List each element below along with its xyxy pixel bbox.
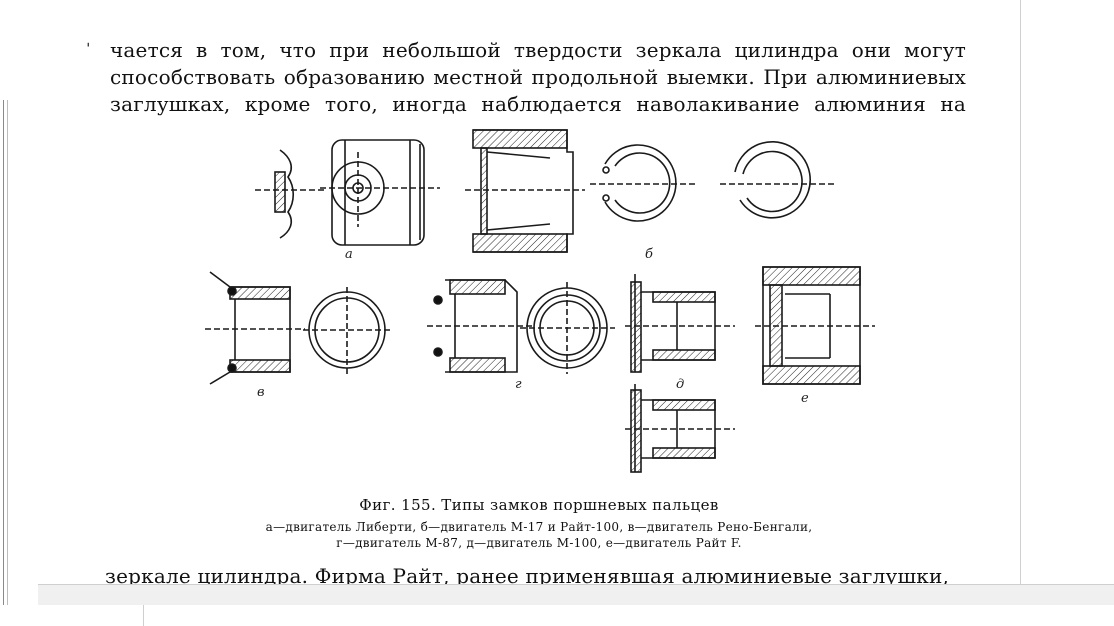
status-strip: [0, 605, 1114, 626]
body-text-top: чается в том, что при небольшой твердост…: [110, 37, 966, 118]
right-border-line: [1020, 0, 1021, 590]
figure-label-c: в: [257, 385, 265, 400]
left-border-line-inner: [7, 100, 8, 626]
figure-label-a: а: [345, 247, 353, 262]
left-border-line: [3, 100, 4, 626]
figure-legend-line-2: г—двигатель М-87, д—двигатель М-100, е—д…: [336, 536, 742, 550]
scan-speck: ˈ: [86, 40, 91, 59]
drawing-d: [427, 279, 615, 374]
figure-label-d: г: [515, 377, 522, 392]
text-line: чается в том, что при небольшой твердост…: [110, 38, 966, 62]
horizontal-scrollbar[interactable]: [38, 584, 1114, 606]
figure-legend-line-1: а—двигатель Либерти, б—двигатель М-17 и …: [265, 520, 813, 534]
figure-label-b: б: [645, 247, 653, 262]
figure-caption-title: Фиг. 155. Типы замков поршневых пальцев: [359, 496, 719, 514]
figure-label-f: е: [801, 391, 809, 406]
status-divider: [143, 605, 144, 626]
drawing-b: [465, 129, 835, 253]
text-line: способствовать образованию местной продо…: [110, 65, 966, 89]
drawing-c: [205, 271, 393, 385]
drawing-f: [755, 266, 875, 385]
drawing-e: [625, 274, 735, 473]
text-line: заглушках, кроме того, иногда наблюдаетс…: [110, 92, 966, 116]
figure-label-e: д: [676, 377, 684, 392]
figure-155-drawing: а б в г д е: [205, 129, 875, 473]
drawing-a: [255, 139, 440, 246]
